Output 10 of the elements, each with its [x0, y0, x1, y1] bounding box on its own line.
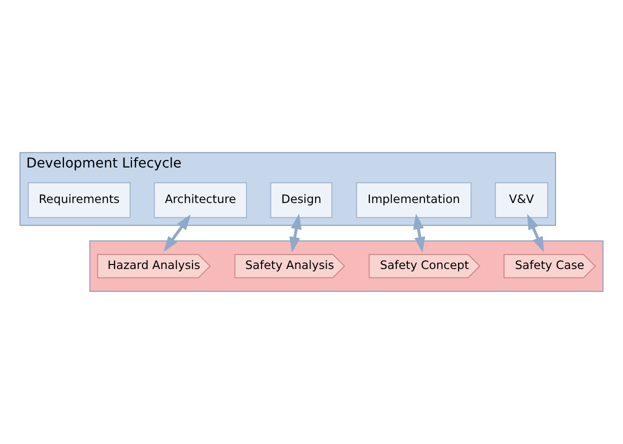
node-box: V&V — [494, 182, 548, 218]
cluster — [89, 240, 604, 292]
arrow — [527, 214, 544, 252]
node-box: Architecture — [154, 182, 247, 218]
node-box: Design — [270, 182, 332, 218]
arrow — [289, 214, 302, 253]
node-box: Requirements — [28, 182, 131, 218]
arrow — [413, 214, 426, 253]
node-box: Implementation — [356, 182, 472, 218]
arrow — [164, 214, 191, 252]
